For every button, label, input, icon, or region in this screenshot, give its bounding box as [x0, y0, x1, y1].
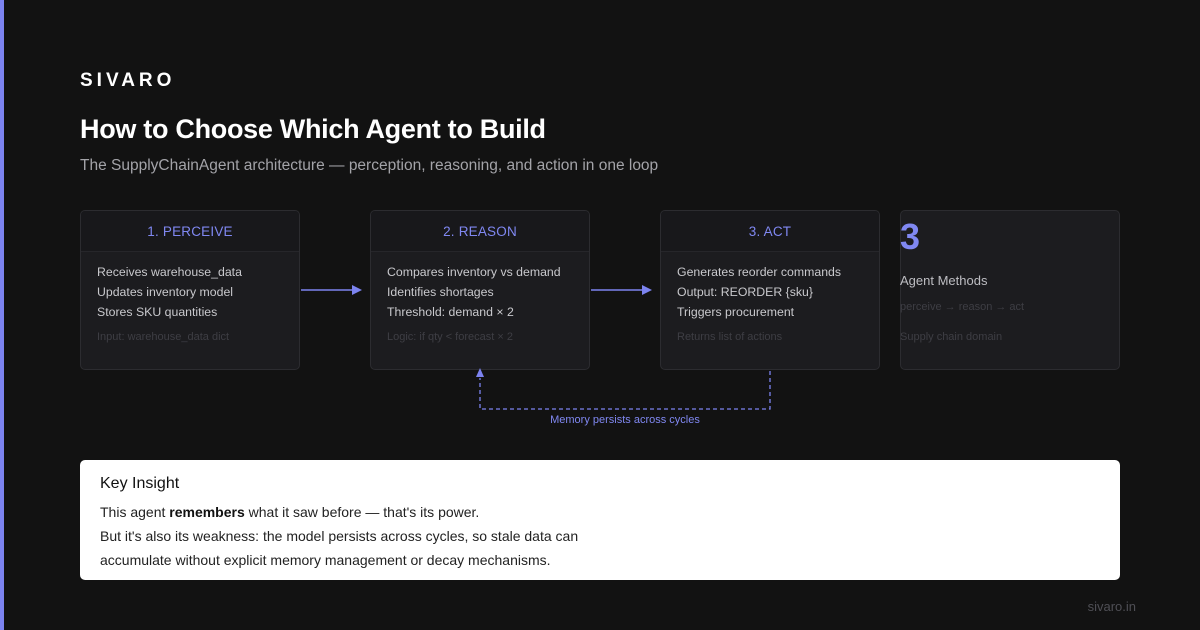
step-title-act: 3. ACT	[661, 211, 879, 252]
step-line: Triggers procurement	[677, 305, 795, 319]
insight-text: what it saw before — that's its power.	[244, 504, 480, 520]
step-line: Updates inventory model	[97, 285, 234, 299]
memory-loop-label: Memory persists across cycles	[550, 414, 700, 426]
accent-bar	[0, 0, 4, 630]
step-note-perceive: Input: warehouse_data dict	[97, 331, 230, 343]
memory-loop-arrow	[476, 368, 771, 410]
step-line: Receives warehouse_data	[97, 265, 242, 279]
key-insight-line-1: This agent remembers what it saw before …	[100, 500, 1100, 524]
insight-emphasis: remembers	[169, 504, 245, 520]
arrow-reason-to-act	[591, 285, 652, 295]
agent-methods-card	[900, 210, 1120, 370]
step-card-perceive: 1. PERCEIVE Receives warehouse_data Upda…	[80, 210, 300, 370]
step-line: Threshold: demand × 2	[387, 305, 514, 319]
insight-text: This agent	[100, 504, 170, 520]
step-line: Identifies shortages	[387, 285, 494, 299]
key-insight-line-2: But it's also its weakness: the model pe…	[100, 528, 579, 544]
step-card-act: 3. ACT Generates reorder commands Output…	[660, 210, 880, 370]
step-title-reason: 2. REASON	[371, 211, 589, 252]
footer-url: sivaro.in	[1087, 599, 1136, 614]
step-title-perceive: 1. PERCEIVE	[81, 211, 299, 252]
agent-methods-label: Agent Methods	[900, 273, 988, 288]
brand-logo: SIVARO	[80, 70, 176, 91]
step-list-perceive: Receives warehouse_data Updates inventor…	[81, 252, 299, 322]
step-list-act: Generates reorder commands Output: REORD…	[661, 252, 879, 322]
step-list-reason: Compares inventory vs demand Identifies …	[371, 252, 589, 322]
step-line: Output: REORDER {sku}	[677, 285, 814, 299]
step-line: Stores SKU quantities	[97, 305, 218, 319]
agent-methods-count: 3	[900, 216, 921, 257]
step-card-reason: 2. REASON Compares inventory vs demand I…	[370, 210, 590, 370]
key-insight-title: Key Insight	[100, 475, 180, 492]
step-line: Compares inventory vs demand	[387, 265, 561, 279]
key-insight-line-3: accumulate without explicit memory manag…	[100, 552, 551, 568]
step-note-act: Returns list of actions	[677, 331, 783, 343]
arrow-perceive-to-reason	[301, 285, 362, 295]
step-note-reason: Logic: if qty < forecast × 2	[387, 331, 513, 343]
agent-methods-flow: perceive → reason → act	[900, 301, 1025, 313]
page-title: How to Choose Which Agent to Build	[80, 114, 546, 144]
page-subtitle: The SupplyChainAgent architecture — perc…	[80, 157, 659, 174]
key-insight-box: Key Insight This agent remembers what it…	[80, 460, 1120, 580]
agent-methods-domain: Supply chain domain	[900, 331, 1003, 343]
step-line: Generates reorder commands	[677, 265, 842, 279]
